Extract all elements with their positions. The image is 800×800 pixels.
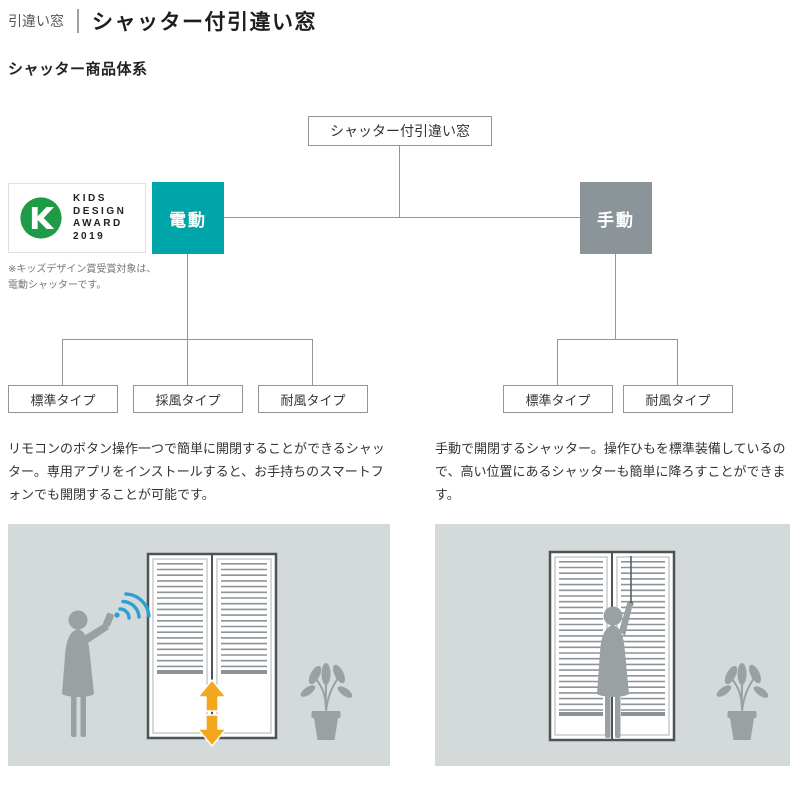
connector-main-horizontal xyxy=(224,217,580,218)
award-note: ※キッズデザイン賞受賞対象は、 電動シャッターです。 xyxy=(8,262,156,294)
kids-design-award-card: KIDS DESIGN AWARD 2019 xyxy=(8,183,146,253)
award-text: KIDS DESIGN AWARD 2019 xyxy=(73,193,126,243)
shutter-window xyxy=(146,552,278,740)
connector-manual-stub-2 xyxy=(677,339,678,385)
electric-shutter-illustration xyxy=(62,552,353,747)
award-line-4: 2019 xyxy=(73,230,106,242)
type-node-electric-standard: 標準タイプ xyxy=(8,385,118,413)
electric-description: リモコンのボタン操作一つで簡単に開閉することができるシャッター。専用アプリをイン… xyxy=(8,441,385,503)
manual-shutter-illustration xyxy=(548,550,769,742)
shutter-window xyxy=(548,550,676,742)
tree-root-node: シャッター付引違い窓 xyxy=(308,116,492,146)
potted-plant-silhouette xyxy=(300,663,353,740)
potted-plant-silhouette xyxy=(716,663,769,740)
person-with-smartphone-silhouette xyxy=(62,610,114,737)
section-heading: シャッター商品体系 xyxy=(8,61,148,78)
connector-electric-stem xyxy=(187,254,188,385)
electric-node: 電動 xyxy=(152,182,224,254)
electric-illustration-panel xyxy=(8,524,390,766)
connector-electric-stub-1 xyxy=(62,339,63,385)
connector-electric-stub-3 xyxy=(312,339,313,385)
type-node-electric-windresistant: 耐風タイプ xyxy=(258,385,368,413)
kids-design-award-logo-icon xyxy=(20,197,62,239)
award-note-line-2: 電動シャッターです。 xyxy=(8,280,107,291)
wifi-signal-icon xyxy=(114,592,151,620)
type-node-manual-standard: 標準タイプ xyxy=(503,385,613,413)
connector-manual-stem xyxy=(615,254,616,340)
open-close-arrows-icon xyxy=(197,679,227,747)
award-line-3: AWARD xyxy=(73,218,123,229)
type-node-manual-windresistant: 耐風タイプ xyxy=(623,385,733,413)
breadcrumb-category: 引違い窓 xyxy=(8,13,64,29)
award-line-1: KIDS xyxy=(73,193,107,204)
person-pulling-cord-silhouette xyxy=(597,602,633,738)
manual-node: 手動 xyxy=(580,182,652,254)
manual-illustration-panel xyxy=(435,524,790,766)
breadcrumb-divider xyxy=(77,9,79,33)
connector-manual-horizontal xyxy=(557,339,678,340)
type-node-electric-ventilation: 採風タイプ xyxy=(133,385,243,413)
connector-root-vertical xyxy=(399,146,400,218)
award-line-2: DESIGN xyxy=(73,205,127,217)
award-note-line-1: ※キッズデザイン賞受賞対象は、 xyxy=(8,264,157,275)
page-header: 引違い窓 シャッター付引違い窓 xyxy=(8,6,317,36)
connector-electric-horizontal xyxy=(62,339,313,340)
page-title: シャッター付引違い窓 xyxy=(92,11,317,34)
connector-manual-stub-1 xyxy=(557,339,558,385)
manual-description: 手動で開閉するシャッター。操作ひもを標準装備しているので、高い位置にあるシャッタ… xyxy=(435,441,786,503)
